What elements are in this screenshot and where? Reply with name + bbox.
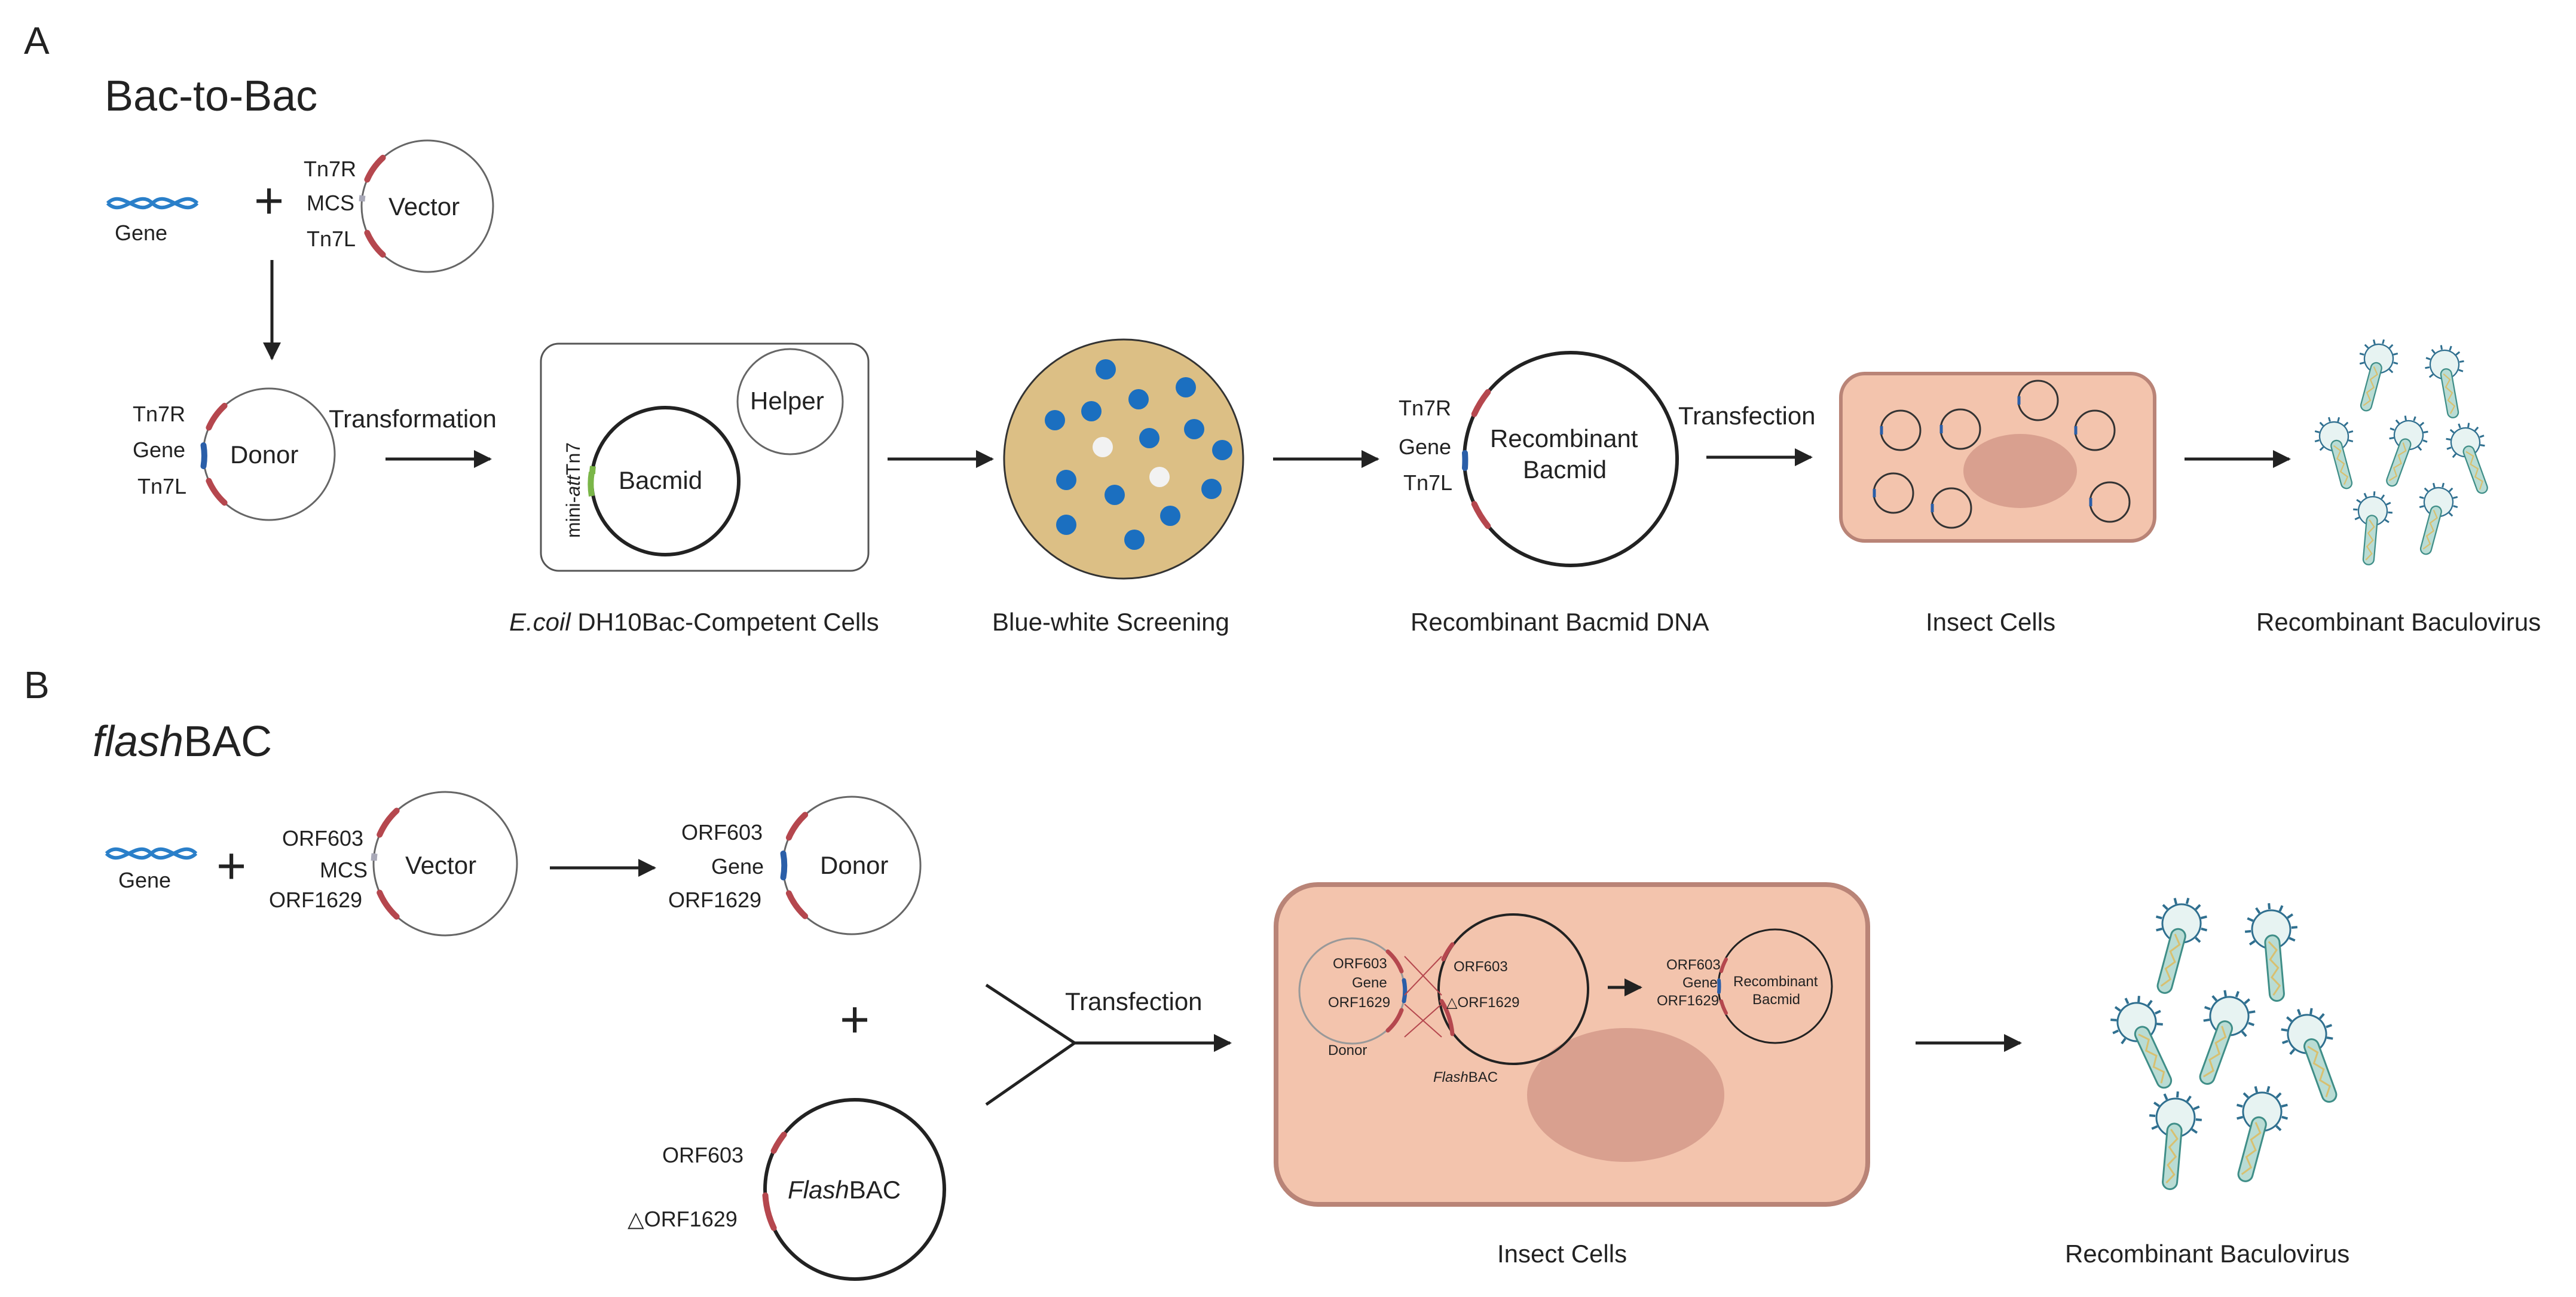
recombinant-tn7l-a: Tn7L bbox=[1403, 470, 1452, 495]
insect-caption-a: Insect Cells bbox=[1926, 608, 2055, 636]
donor-orf1629-b: ORF1629 bbox=[668, 888, 761, 912]
plus-sign-a: + bbox=[254, 172, 284, 230]
transfection-label-b: Transfection bbox=[1065, 987, 1203, 1015]
donor-name-b: Donor bbox=[820, 851, 888, 879]
vector-plasmid-b bbox=[371, 791, 518, 937]
panel-a-letter: A bbox=[24, 19, 50, 62]
donor-tn7l-a: Tn7L bbox=[137, 474, 186, 498]
panel-b-letter: B bbox=[24, 663, 50, 706]
recombinant-bacmid-a bbox=[1462, 351, 1679, 567]
cell-rec-orf603: ORF603 bbox=[1666, 957, 1721, 973]
flashbac-orf603: ORF603 bbox=[662, 1143, 744, 1167]
donor-plasmid-b bbox=[780, 796, 922, 935]
insect-caption-b: Insect Cells bbox=[1497, 1240, 1627, 1268]
flashbac-plasmid bbox=[762, 1098, 946, 1281]
flashbac-orf1629: △ORF1629 bbox=[628, 1207, 738, 1231]
mini-att-tn7-label: mini-attTn7 bbox=[562, 442, 584, 538]
cell-fb-orf603: ORF603 bbox=[1454, 959, 1508, 975]
panel-b-title: flashBAC bbox=[93, 718, 272, 766]
baculovirus-icon bbox=[2100, 890, 2358, 1193]
donor-gene-a: Gene bbox=[133, 438, 185, 462]
insect-cell-icon bbox=[1839, 372, 2156, 543]
cell-fb-caption: FlashBAC bbox=[1433, 1069, 1498, 1085]
cell-rec-line2: Bacmid bbox=[1752, 992, 1800, 1008]
vector-tn7r-a: Tn7R bbox=[304, 157, 356, 181]
gene-label-a: Gene bbox=[115, 221, 167, 245]
plus-sign-b: + bbox=[216, 837, 246, 895]
baculovirus-icon bbox=[2309, 334, 2504, 568]
vector-orf1629-b: ORF1629 bbox=[269, 888, 362, 912]
donor-name-a: Donor bbox=[230, 441, 298, 469]
recombinant-gene-a: Gene bbox=[1399, 435, 1451, 459]
bacmid-label: Bacmid bbox=[619, 466, 702, 494]
vector-tn7l-a: Tn7L bbox=[307, 227, 356, 251]
vector-name-a: Vector bbox=[388, 192, 460, 221]
vector-mcs-a: MCS bbox=[307, 191, 354, 215]
flashbac-name: FlashBAC bbox=[788, 1176, 901, 1204]
panel-a-title: Bac-to-Bac bbox=[105, 72, 317, 120]
vector-plasmid-a bbox=[359, 139, 494, 273]
cell-donor-gene: Gene bbox=[1352, 975, 1387, 991]
petri-dish-icon bbox=[1003, 338, 1244, 580]
donor-tn7r-a: Tn7R bbox=[133, 402, 185, 426]
vector-mcs-b: MCS bbox=[320, 858, 368, 882]
transformation-label: Transformation bbox=[329, 405, 497, 433]
cell-rec-orf1629: ORF1629 bbox=[1657, 993, 1719, 1009]
vector-orf603-b: ORF603 bbox=[282, 826, 363, 851]
dna-helix-icon bbox=[105, 847, 198, 860]
cell-rec-line1: Recombinant bbox=[1733, 974, 1818, 990]
vector-name-b: Vector bbox=[405, 851, 476, 879]
cell-donor-orf603: ORF603 bbox=[1333, 956, 1387, 972]
plus-sign-b2: + bbox=[840, 991, 870, 1048]
donor-orf603-b: ORF603 bbox=[681, 820, 763, 845]
virus-caption-b: Recombinant Baculovirus bbox=[2065, 1240, 2349, 1268]
merge-arrow-icon bbox=[985, 983, 1232, 1106]
ecoli-cell bbox=[540, 342, 870, 572]
cell-donor-caption: Donor bbox=[1328, 1042, 1367, 1059]
recombinant-line2-a: Bacmid bbox=[1523, 455, 1607, 484]
donor-gene-b: Gene bbox=[711, 854, 764, 879]
ecoli-caption: E.coil DH10Bac-Competent Cells bbox=[509, 608, 879, 636]
insect-cell-b bbox=[1274, 882, 1870, 1207]
cell-rec-gene: Gene bbox=[1682, 975, 1718, 991]
recombinant-tn7r-a: Tn7R bbox=[1399, 396, 1451, 420]
screening-caption: Blue-white Screening bbox=[992, 608, 1229, 636]
recombinant-caption-a: Recombinant Bacmid DNA bbox=[1411, 608, 1709, 636]
cell-fb-orf1629: △ORF1629 bbox=[1446, 995, 1520, 1011]
virus-caption-a: Recombinant Baculovirus bbox=[2256, 608, 2541, 636]
cell-donor-orf1629: ORF1629 bbox=[1328, 995, 1390, 1011]
helper-label: Helper bbox=[750, 387, 824, 415]
gene-label-b: Gene bbox=[118, 868, 171, 892]
recombinant-line1-a: Recombinant bbox=[1490, 424, 1638, 452]
donor-plasmid-a bbox=[200, 387, 336, 521]
dna-helix-icon bbox=[106, 197, 199, 210]
transfection-label-a: Transfection bbox=[1678, 402, 1816, 430]
